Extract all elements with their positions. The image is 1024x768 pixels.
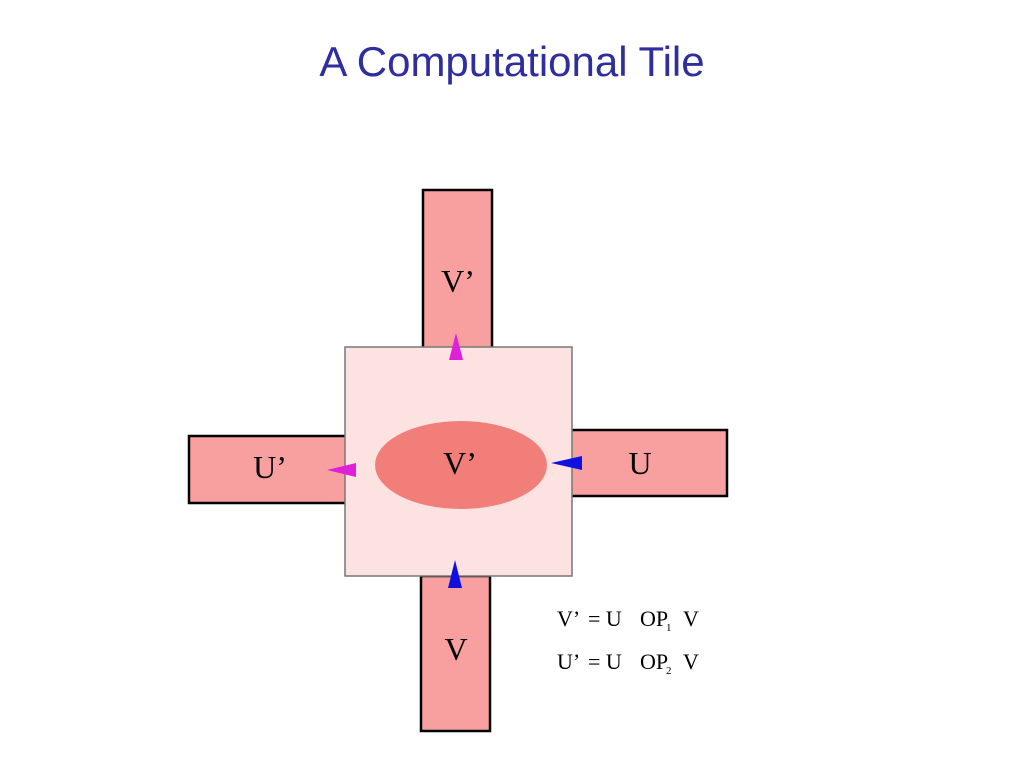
bottom-arm-label: V [444,631,467,667]
equation-1: V’ = U OP 1 V [557,606,699,634]
equation-1-sub: 1 [666,622,672,634]
equation-2-lhs: U’ [557,649,580,674]
equation-2-fn: OP [640,649,668,674]
left-arm-label: U’ [253,449,287,485]
equation-2-op: = U [588,649,622,674]
equation-2: U’ = U OP 2 V [557,649,699,677]
right-input-arrow [551,456,582,470]
core-label: V’ [443,445,477,481]
top-arm-label: V’ [441,263,475,299]
up-output-arrow [449,333,463,360]
equation-2-sub: 2 [666,665,672,677]
left-output-arrow [327,463,356,477]
right-arm [569,428,729,498]
equation-1-fn: OP [640,606,668,631]
right-arm-label: U [628,445,651,481]
top-arm [421,188,494,350]
equation-2-rhs: V [683,649,699,674]
core-ellipse [375,421,547,509]
equation-1-rhs: V [683,606,699,631]
equation-1-op: = U [588,606,622,631]
equation-1-lhs: V’ [557,606,580,631]
left-arm [187,434,348,505]
bottom-input-arrow [448,560,462,588]
slide-title: A Computational Tile [319,38,705,85]
